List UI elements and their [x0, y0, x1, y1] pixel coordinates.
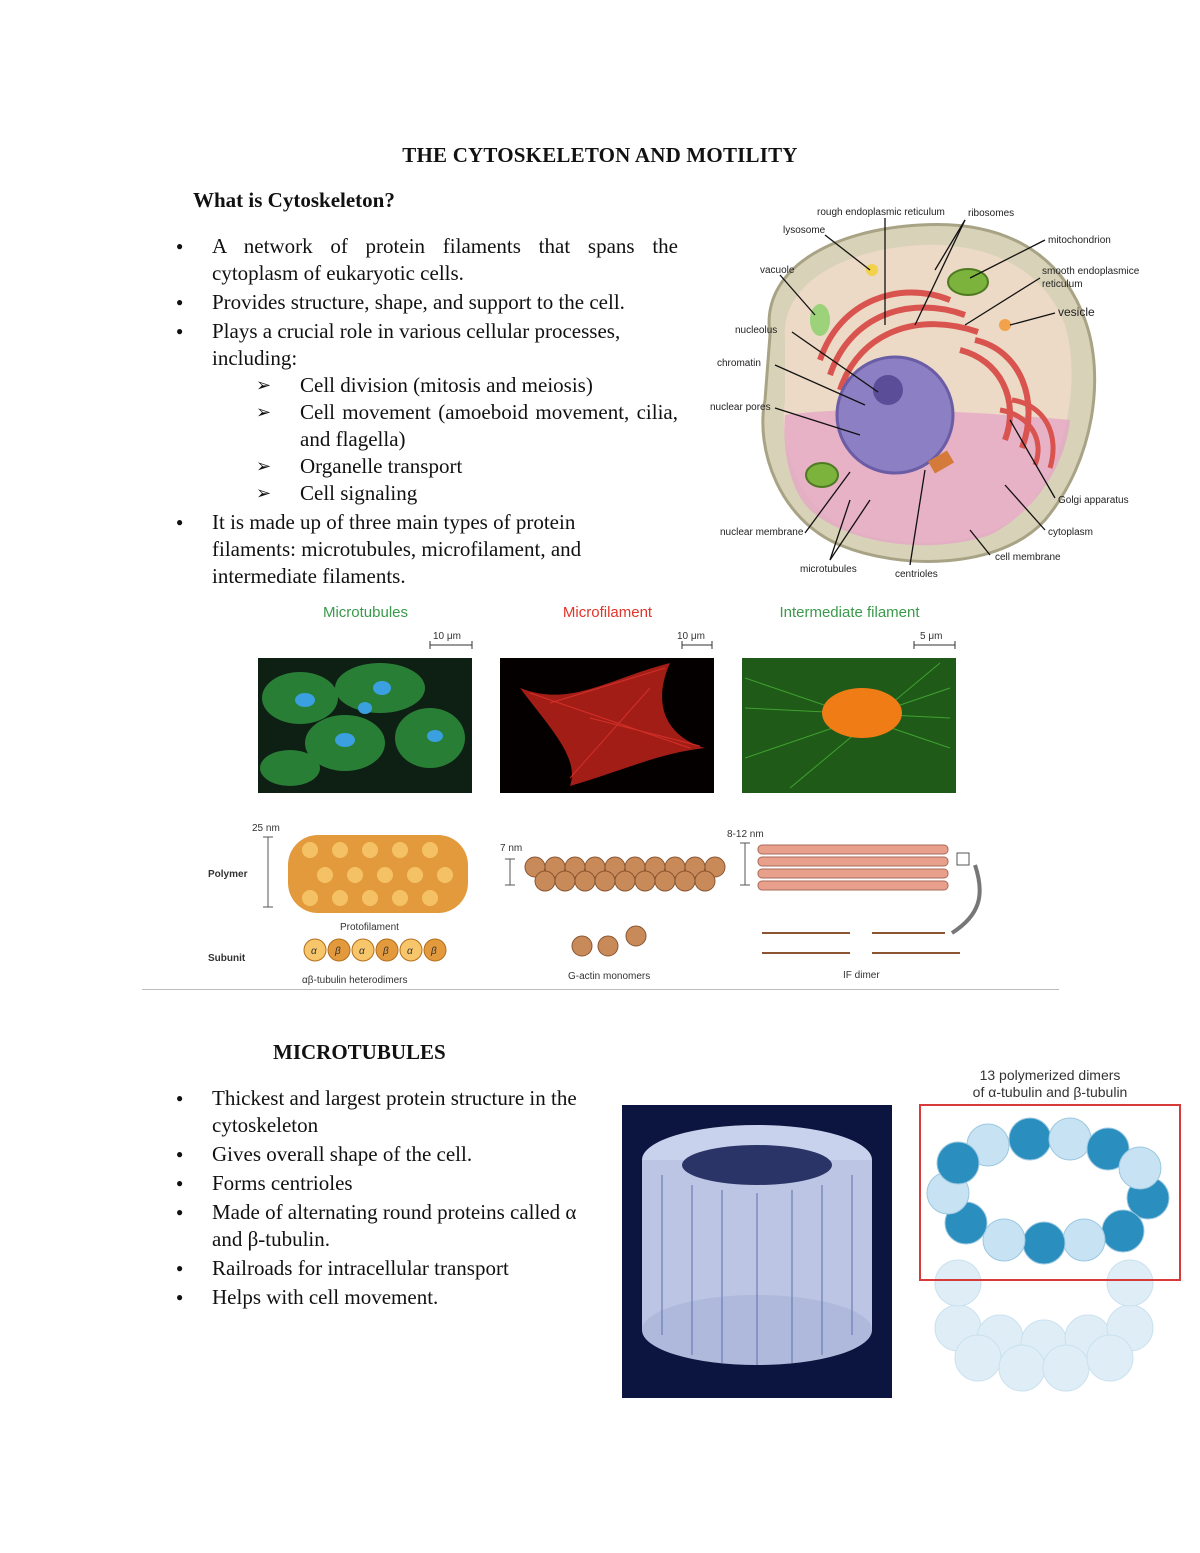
- list-item: Helps with cell movement.: [176, 1284, 596, 1311]
- section-heading-cytoskeleton: What is Cytoskeleton?: [193, 188, 395, 212]
- label-heterodimers: αβ-tubulin heterodimers: [302, 975, 407, 986]
- tubulin-figure-caption: 13 polymerized dimers of α-tubulin and β…: [960, 1067, 1140, 1101]
- label-nuclear-pores: nuclear pores: [710, 402, 771, 413]
- label-golgi: Golgi apparatus: [1058, 495, 1129, 506]
- lower-rings: [934, 1259, 1154, 1392]
- microfilament-cell: [520, 663, 705, 786]
- scale-bars: [429, 641, 956, 649]
- label-if-dimer: IF dimer: [843, 970, 880, 981]
- gactin-monomers: [571, 925, 647, 957]
- lysosome-shape: [866, 264, 878, 276]
- scale-label-3: 5 μm: [920, 631, 942, 642]
- micrograph-panel: 10 μm 10 μm 5 μm: [258, 631, 956, 793]
- intermediate-nucleus: [822, 688, 902, 738]
- label-cell-membrane: cell membrane: [995, 552, 1061, 563]
- caption-line-2: of α-tubulin and β-tubulin: [972, 1084, 1128, 1100]
- tubulin-dimers-diagram: [919, 1104, 1181, 1392]
- list-item: Forms centrioles: [176, 1170, 596, 1197]
- label-nucleolus: nucleolus: [735, 325, 777, 336]
- label-smooth-er-2: reticulum: [1042, 279, 1083, 290]
- nucleus-shape: [835, 355, 955, 475]
- highlight-box: [919, 1104, 1181, 1281]
- list-item: Gives overall shape of the cell.: [176, 1141, 596, 1168]
- scale-label-2: 10 μm: [677, 631, 705, 642]
- sub-list-item: Cell movement (amoeboid movement, cilia,…: [256, 399, 678, 453]
- process-sub-list: Cell division (mitosis and meiosis) Cell…: [256, 372, 678, 507]
- label-microtubules: microtubules: [800, 564, 857, 575]
- svg-text:α: α: [407, 946, 413, 957]
- micrograph-title-microtubules: Microtubules: [322, 604, 409, 621]
- label-cytoplasm: cytoplasm: [1048, 527, 1093, 538]
- actin-polymer: [524, 856, 726, 892]
- vacuole-shape: [810, 304, 830, 336]
- svg-text:α: α: [359, 946, 365, 957]
- label-mitochondrion: mitochondrion: [1048, 235, 1111, 246]
- svg-text:β: β: [430, 946, 437, 957]
- microtubule-polymer-beads: [302, 842, 453, 906]
- leader-lines: [774, 218, 1056, 566]
- row-label-polymer: Polymer: [208, 869, 248, 880]
- golgi-shape: [999, 397, 1056, 469]
- section-heading-microtubules: MICROTUBULES: [273, 1040, 446, 1064]
- vesicle-shape: [999, 319, 1011, 331]
- rough-er-shape: [817, 289, 1032, 450]
- label-nuclear-membrane: nuclear membrane: [720, 527, 804, 538]
- animal-cell-diagram: rough endoplasmic reticulum ribosomes ly…: [710, 207, 1140, 580]
- list-item: Plays a crucial role in various cellular…: [176, 318, 678, 507]
- mitochondrion-shape-2: [805, 462, 839, 488]
- label-smooth-er-1: smooth endoplasmice: [1042, 266, 1140, 277]
- filament-structure-diagram: Polymer Subunit 25 nm 7 nm 8-12 nm Proto…: [208, 823, 982, 986]
- microtubules-nuclei: [295, 681, 443, 747]
- if-polymer: [757, 844, 949, 891]
- dim-brackets: [263, 836, 750, 908]
- micrograph-title-intermediate: Intermediate filament: [779, 604, 920, 621]
- svg-text:β: β: [334, 946, 341, 957]
- top-ring: [926, 1117, 1170, 1265]
- mitochondrion-shape: [947, 268, 989, 296]
- section-divider: [142, 989, 1059, 990]
- page-title: THE CYTOSKELETON AND MOTILITY: [402, 143, 798, 167]
- dim-label-25nm: 25 nm: [252, 823, 280, 834]
- dim-label-8-12nm: 8-12 nm: [727, 829, 764, 840]
- row-label-subunit: Subunit: [208, 953, 246, 964]
- microtubule-structure-image: [622, 1105, 892, 1398]
- svg-text:α: α: [311, 946, 317, 957]
- list-item: Made of alternating round proteins calle…: [176, 1199, 596, 1253]
- if-zoom-arrow: [950, 864, 982, 935]
- label-protofilament: Protofilament: [340, 922, 399, 933]
- microfilament-fibers: [529, 667, 701, 779]
- caption-line-1: 13 polymerized dimers: [979, 1067, 1121, 1083]
- list-item: A network of protein filaments that span…: [176, 233, 678, 287]
- nucleolus-shape: [873, 375, 903, 405]
- label-vacuole: vacuole: [760, 265, 795, 276]
- label-gactin: G-actin monomers: [568, 971, 650, 982]
- list-item: Thickest and largest protein structure i…: [176, 1085, 596, 1139]
- svg-text:β: β: [382, 946, 389, 957]
- sub-list-item: Cell division (mitosis and meiosis): [256, 372, 678, 399]
- label-ribosomes: ribosomes: [968, 208, 1014, 219]
- label-lysosome: lysosome: [783, 225, 826, 236]
- label-centrioles: centrioles: [895, 569, 938, 580]
- sub-list-item: Cell signaling: [256, 480, 678, 507]
- label-chromatin: chromatin: [717, 358, 761, 369]
- microtubules-bullet-list: Thickest and largest protein structure i…: [176, 1085, 596, 1313]
- cytoskeleton-bullet-list: A network of protein filaments that span…: [176, 233, 678, 592]
- micrograph-title-microfilament: Microfilament: [562, 604, 653, 621]
- list-item: Provides structure, shape, and support t…: [176, 289, 678, 316]
- list-item: Railroads for intracellular transport: [176, 1255, 596, 1282]
- list-item: It is made up of three main types of pro…: [176, 509, 632, 590]
- centriole-shape: [927, 450, 955, 474]
- dim-label-7nm: 7 nm: [500, 843, 522, 854]
- if-dimers: [762, 932, 960, 954]
- label-vesicle: vesicle: [1058, 305, 1095, 319]
- sub-list-item: Organelle transport: [256, 453, 678, 480]
- label-rough-er: rough endoplasmic reticulum: [817, 207, 945, 218]
- scale-label-1: 10 μm: [433, 631, 461, 642]
- if-zoom-box: [956, 852, 970, 866]
- heterodimer-symbols: α β α β α β: [311, 946, 437, 957]
- heterodimer-row: [303, 938, 447, 962]
